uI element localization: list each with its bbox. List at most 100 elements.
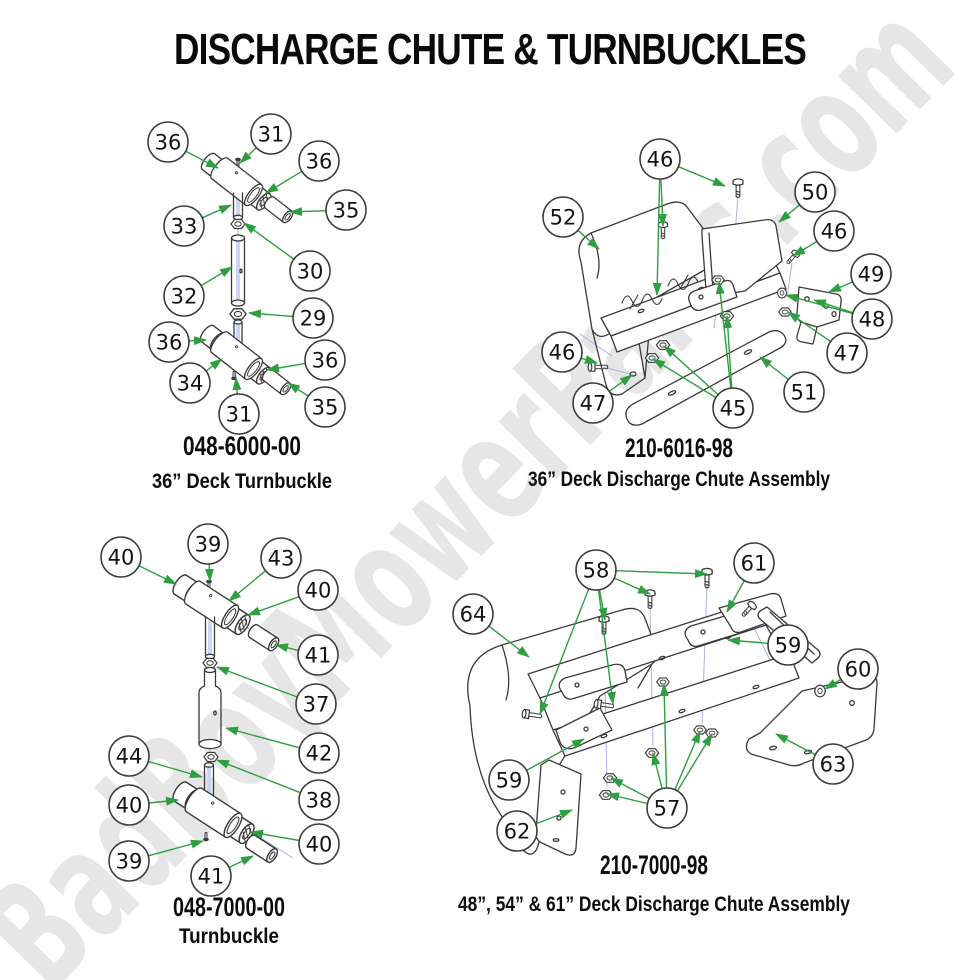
callout-arrow [243,222,295,260]
callout-arrow [657,178,667,227]
callout-arrow [247,596,300,616]
callout-62: 62 [496,810,538,852]
callout-34: 34 [169,362,211,404]
upper-stud-tube [232,192,244,221]
hex-nut [202,657,218,669]
callout-number: 41 [198,865,225,889]
callout-number: 36 [306,150,333,174]
page-title: DISCHARGE CHUTE & TURNBUCKLES [174,25,806,74]
callout-36: 36 [304,339,346,381]
part-name: Turnbuckle [179,925,279,948]
callout-arrow [828,281,853,293]
callout-arrow [200,266,233,287]
callout-arrow [674,730,701,790]
callout-33: 33 [163,205,205,247]
callout-circle [712,387,754,429]
callout-58: 58 [575,549,617,591]
callout-36: 36 [148,321,190,363]
part-number: 210-7000-98 [600,850,708,880]
callout-number: 29 [300,307,327,331]
callout-number: 46 [821,220,848,244]
callout-57: 57 [646,787,688,829]
callout-arrow [663,345,719,396]
callout-number: 43 [268,547,295,571]
callout-circle [163,275,205,317]
callout-circle [187,523,229,565]
callout-36: 36 [147,121,189,163]
callout-arrow [580,355,598,364]
callout-40: 40 [298,823,340,865]
art-36-deck-discharge-chute [578,178,842,426]
callout-number: 36 [155,131,182,155]
callout-number: 30 [297,260,324,284]
callout-number: 39 [195,533,222,557]
part-number: 048-7000-00 [173,892,285,922]
callout-number: 35 [333,199,360,223]
callout-number: 62 [504,820,531,844]
callout-number: 51 [791,381,818,405]
hinge-bracket [718,592,787,634]
callout-circle [542,196,584,238]
callout-circle [325,189,367,231]
callout-circle [108,735,150,777]
callout-number: 38 [306,789,333,813]
callout-circle [298,779,340,821]
callout-arrow [652,178,662,296]
callout-circle [218,393,260,435]
art-36-deck-turnbuckle [197,150,296,398]
flange-locknut [656,677,670,687]
callout-47: 47 [572,382,614,424]
callout-number: 46 [647,148,674,172]
callout-number: 37 [303,693,330,717]
flange-locknut [602,773,618,783]
callout-50: 50 [794,171,836,213]
callout-circle [297,634,339,676]
flange-locknut [711,275,725,285]
hex-nut [229,308,247,320]
callout-number: 36 [312,349,339,373]
callout-46: 46 [541,331,583,373]
callout-40: 40 [297,569,339,611]
callout-59: 59 [767,624,809,666]
callout-circle [163,205,205,247]
callout-arrow [287,382,309,397]
callout-arrow [275,643,299,653]
callout-arrow [148,796,179,806]
pivot-bracket [688,279,738,311]
callout-circle [639,138,681,180]
callout-circle [837,648,879,690]
callout-arrow [232,377,242,395]
hinge-tab [558,663,628,700]
callout-number: 40 [306,833,333,857]
callout-circle [298,823,340,865]
callout-number: 64 [460,603,487,627]
callout-arrow [138,565,177,585]
callout-circle [496,810,538,852]
callout-number: 47 [580,392,607,416]
callout-circle [108,784,150,826]
callout-64: 64 [452,593,494,635]
callout-circle [289,250,331,292]
callout-arrow [535,809,573,825]
callout-59: 59 [488,759,530,801]
callout-arrow [659,683,669,789]
part-number: 210-6016-98 [625,433,733,463]
callout-number: 47 [834,342,861,366]
callout-arrow [727,636,769,646]
callout-circle [108,840,150,882]
callout-38: 38 [298,779,340,821]
callout-29: 29 [292,297,334,339]
callout-number: 40 [108,546,135,570]
flange-locknut [705,728,719,738]
callout-44: 44 [108,735,150,777]
callout-41: 41 [190,855,232,897]
callout-number: 60 [845,658,872,682]
callout-circle [260,537,302,579]
callout-number: 41 [305,644,332,668]
